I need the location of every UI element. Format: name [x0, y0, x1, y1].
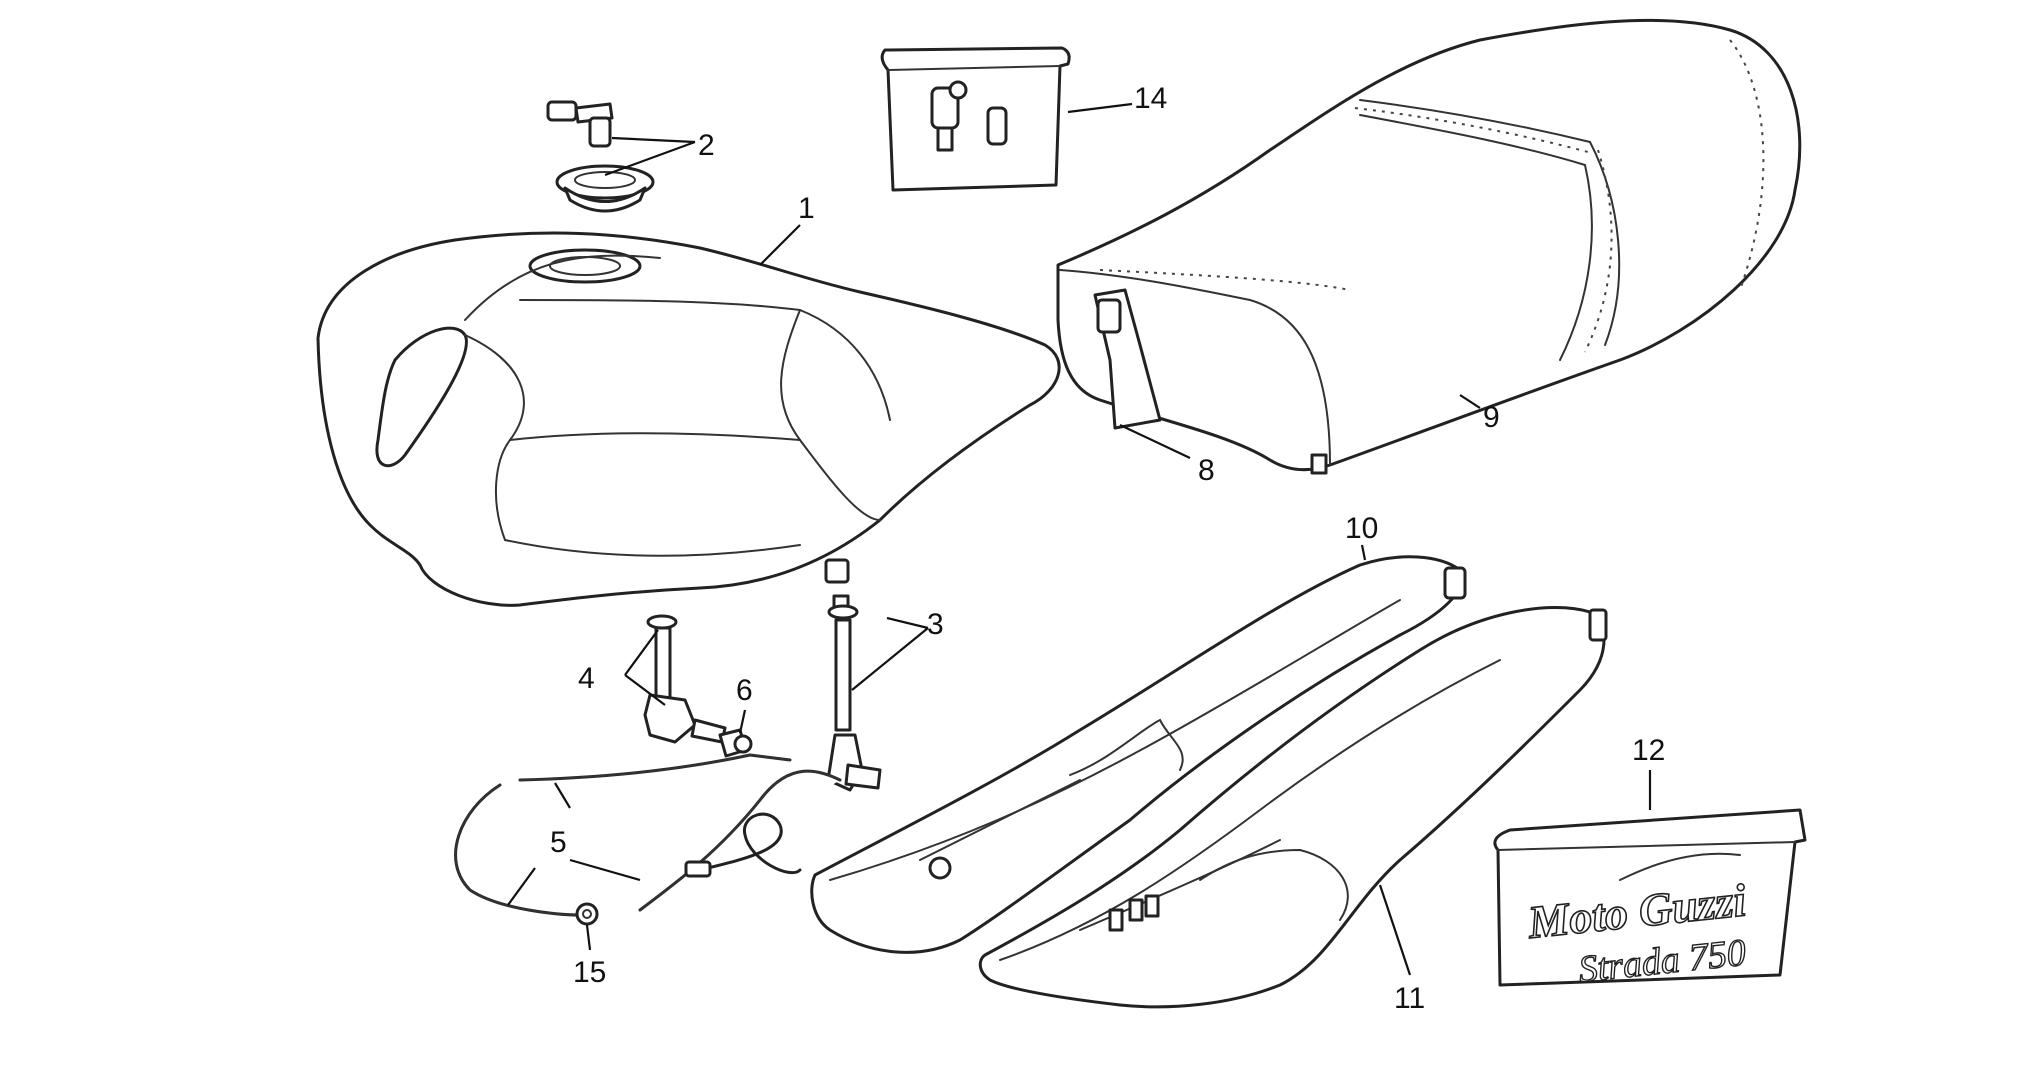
callout-labels: 1 2 3 4 5 6 8 9 10 11 12 14 15	[550, 82, 1665, 1015]
callout-2: 2	[698, 129, 715, 162]
seat	[1056, 18, 1802, 475]
callout-9: 9	[1483, 401, 1500, 434]
fuel-cap-assembly	[546, 100, 655, 213]
hose-clip	[718, 728, 753, 758]
callout-1: 1	[798, 192, 815, 225]
small-clip	[575, 902, 599, 926]
callout-8: 8	[1198, 454, 1215, 487]
fuel-tank	[316, 231, 1061, 607]
callout-11: 11	[1394, 982, 1425, 1015]
callout-4: 4	[578, 662, 595, 695]
side-panel-right	[978, 606, 1608, 1009]
callout-6: 6	[736, 674, 753, 707]
callout-10: 10	[1345, 512, 1378, 545]
callout-5: 5	[550, 826, 567, 859]
leader-lines	[507, 102, 1652, 976]
decal-model-text: Strada 750	[1577, 932, 1748, 991]
callout-15: 15	[573, 956, 606, 989]
side-panel-left	[810, 555, 1467, 954]
callout-3: 3	[927, 608, 944, 641]
callout-14: 14	[1134, 82, 1167, 115]
fuel-tap-right	[826, 594, 882, 792]
callout-12: 12	[1632, 734, 1665, 767]
fuel-tap-left	[643, 614, 727, 744]
lock-kit-pack	[880, 46, 1071, 192]
fuel-hoses	[454, 753, 842, 917]
decal-pack: Moto Guzzi Strada 750	[1493, 808, 1807, 992]
